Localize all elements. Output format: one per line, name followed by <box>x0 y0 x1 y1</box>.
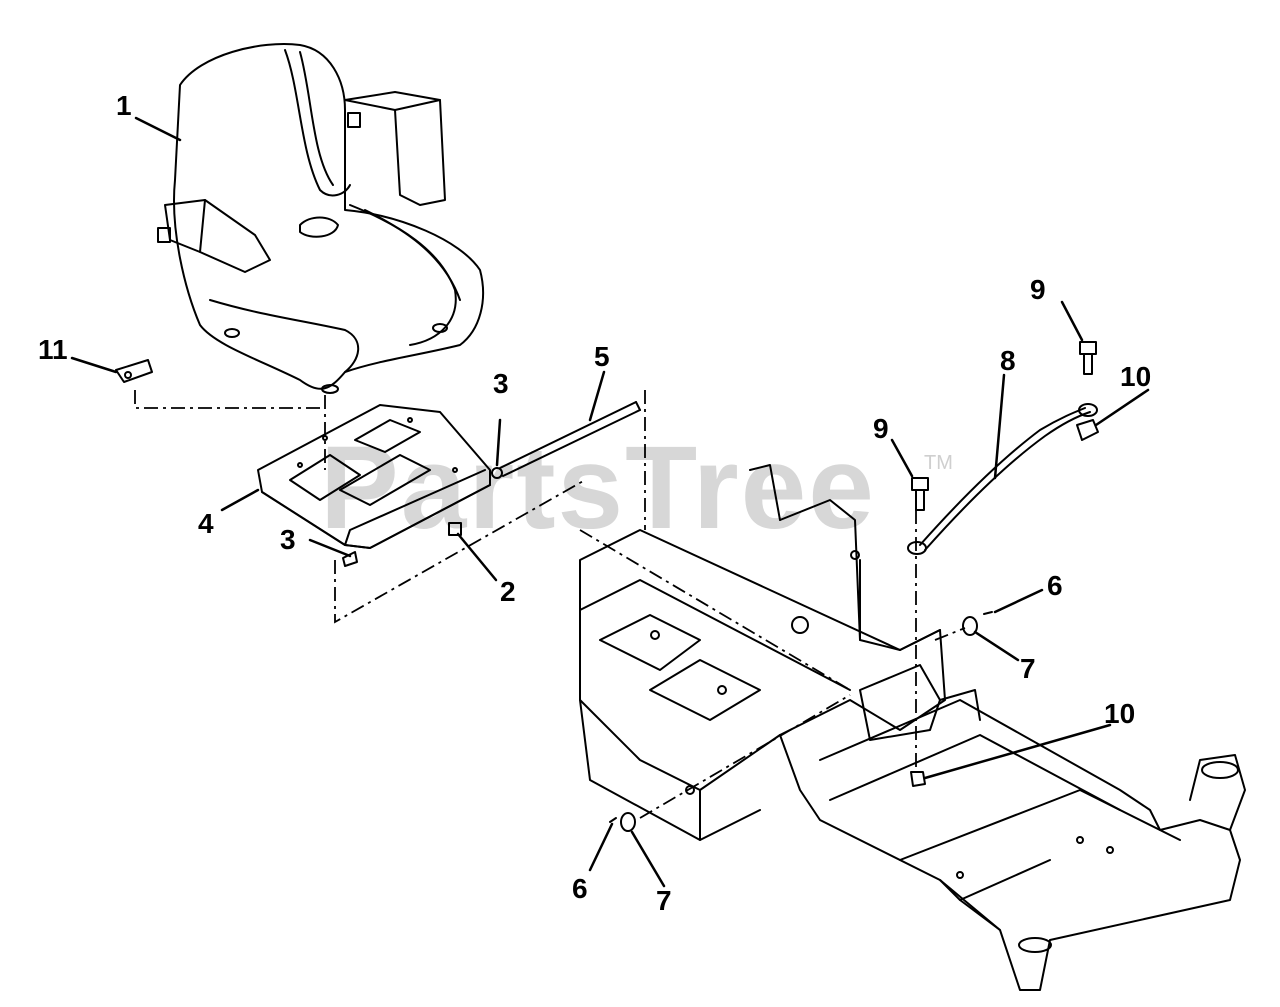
callout-11: 11 <box>38 334 68 365</box>
callout-4: 4 <box>198 508 214 539</box>
washer-part-7a <box>962 616 978 636</box>
callout-6-right: 6 <box>1047 570 1063 601</box>
part-11-clip <box>115 359 153 383</box>
nut-part-2 <box>448 522 462 536</box>
leader-lines <box>70 116 1150 888</box>
rod-part-5 <box>491 401 641 479</box>
callout-10-lower: 10 <box>1104 698 1136 729</box>
callout-3-upper: 3 <box>493 368 509 399</box>
cable-part-8 <box>907 403 1098 555</box>
callout-7-left: 7 <box>656 885 672 916</box>
watermark-text: PartsTree <box>320 422 876 554</box>
callout-7-right: 7 <box>1020 653 1036 684</box>
callout-5: 5 <box>594 341 610 372</box>
callout-2: 2 <box>500 576 516 607</box>
nut-part-10a <box>1076 419 1099 441</box>
washer-part-7b <box>620 812 636 832</box>
frame-chassis <box>579 464 1246 991</box>
nut-part-10b <box>910 771 926 787</box>
pin-part-6b <box>609 817 617 823</box>
callout-1: 1 <box>116 90 132 121</box>
trademark-mark: TM <box>924 452 953 474</box>
seat-plate-part <box>257 404 491 549</box>
callout-6-left: 6 <box>572 873 588 904</box>
callout-9-left: 9 <box>873 413 889 444</box>
bolt-part-9a <box>911 477 929 511</box>
callout-8: 8 <box>1000 345 1016 376</box>
bolt-part-3 <box>342 551 358 567</box>
callout-9-right: 9 <box>1030 274 1046 305</box>
seat-part <box>157 43 484 394</box>
alignment-lines <box>134 390 966 819</box>
callout-3-bolt: 3 <box>280 524 296 555</box>
callout-10-upper: 10 <box>1120 361 1152 392</box>
bolt-part-9b <box>1079 341 1097 375</box>
pin-part-6a <box>983 611 993 615</box>
